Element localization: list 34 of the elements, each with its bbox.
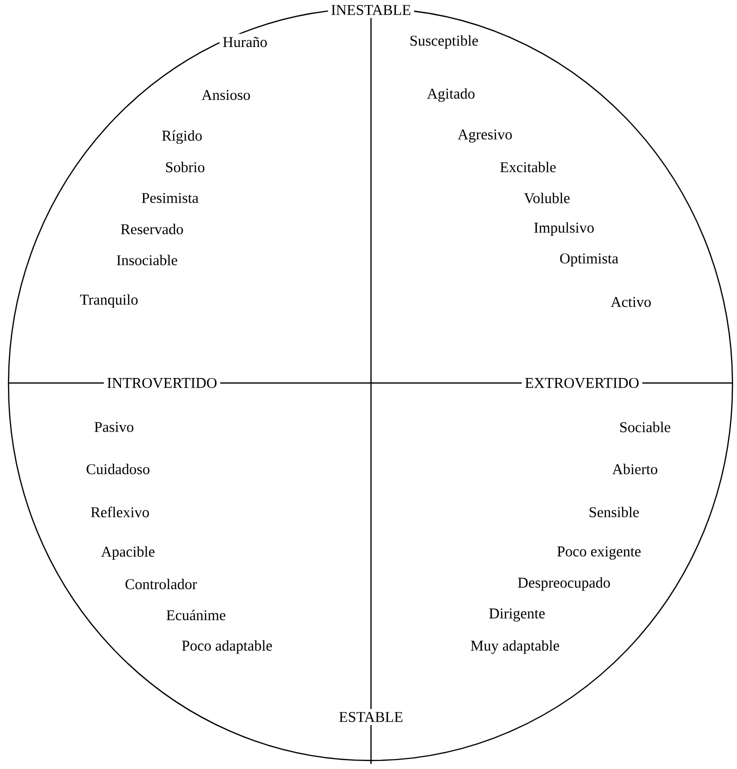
axis-label: INTROVERTIDO — [104, 374, 220, 392]
trait-label: Muy adaptable — [467, 637, 563, 657]
trait-label: Controlador — [122, 576, 200, 592]
trait-label: Reservado — [117, 220, 187, 238]
axis-label: EXTROVERTIDO — [522, 374, 642, 392]
trait-label: Activo — [608, 294, 654, 310]
axis-label: ESTABLE — [336, 708, 406, 726]
trait-label: Sociable — [616, 418, 674, 436]
trait-label: Impulsivo — [530, 219, 598, 239]
axis-label: INESTABLE — [328, 2, 414, 18]
trait-label: Agresivo — [454, 126, 516, 146]
trait-label: Optimista — [556, 250, 622, 270]
trait-label: Poco adaptable — [178, 637, 276, 657]
trait-label: Pasivo — [91, 418, 137, 436]
trait-label: Agitado — [424, 85, 478, 105]
trait-label: Cuidadoso — [83, 460, 153, 478]
trait-label: Insociable — [113, 252, 181, 268]
trait-label: Sensible — [586, 504, 642, 520]
trait-label: Huraño — [220, 34, 270, 50]
trait-label: Ecuánime — [163, 606, 229, 624]
trait-label: Excitable — [496, 158, 560, 176]
trait-label: Dirigente — [486, 605, 548, 625]
trait-label: Ansioso — [198, 86, 254, 104]
trait-label: Abierto — [609, 460, 661, 478]
trait-label: Apacible — [98, 543, 158, 563]
trait-label: Reflexivo — [88, 504, 152, 520]
trait-label: Despreocupado — [514, 574, 614, 594]
trait-label: Voluble — [520, 190, 574, 206]
trait-label: Rígido — [158, 127, 206, 147]
trait-label: Susceptible — [406, 32, 482, 52]
trait-label: Pesimista — [138, 190, 202, 206]
trait-label: Poco exigente — [554, 543, 644, 563]
trait-label: Tranquilo — [76, 291, 142, 311]
trait-label: Sobrio — [162, 158, 208, 176]
